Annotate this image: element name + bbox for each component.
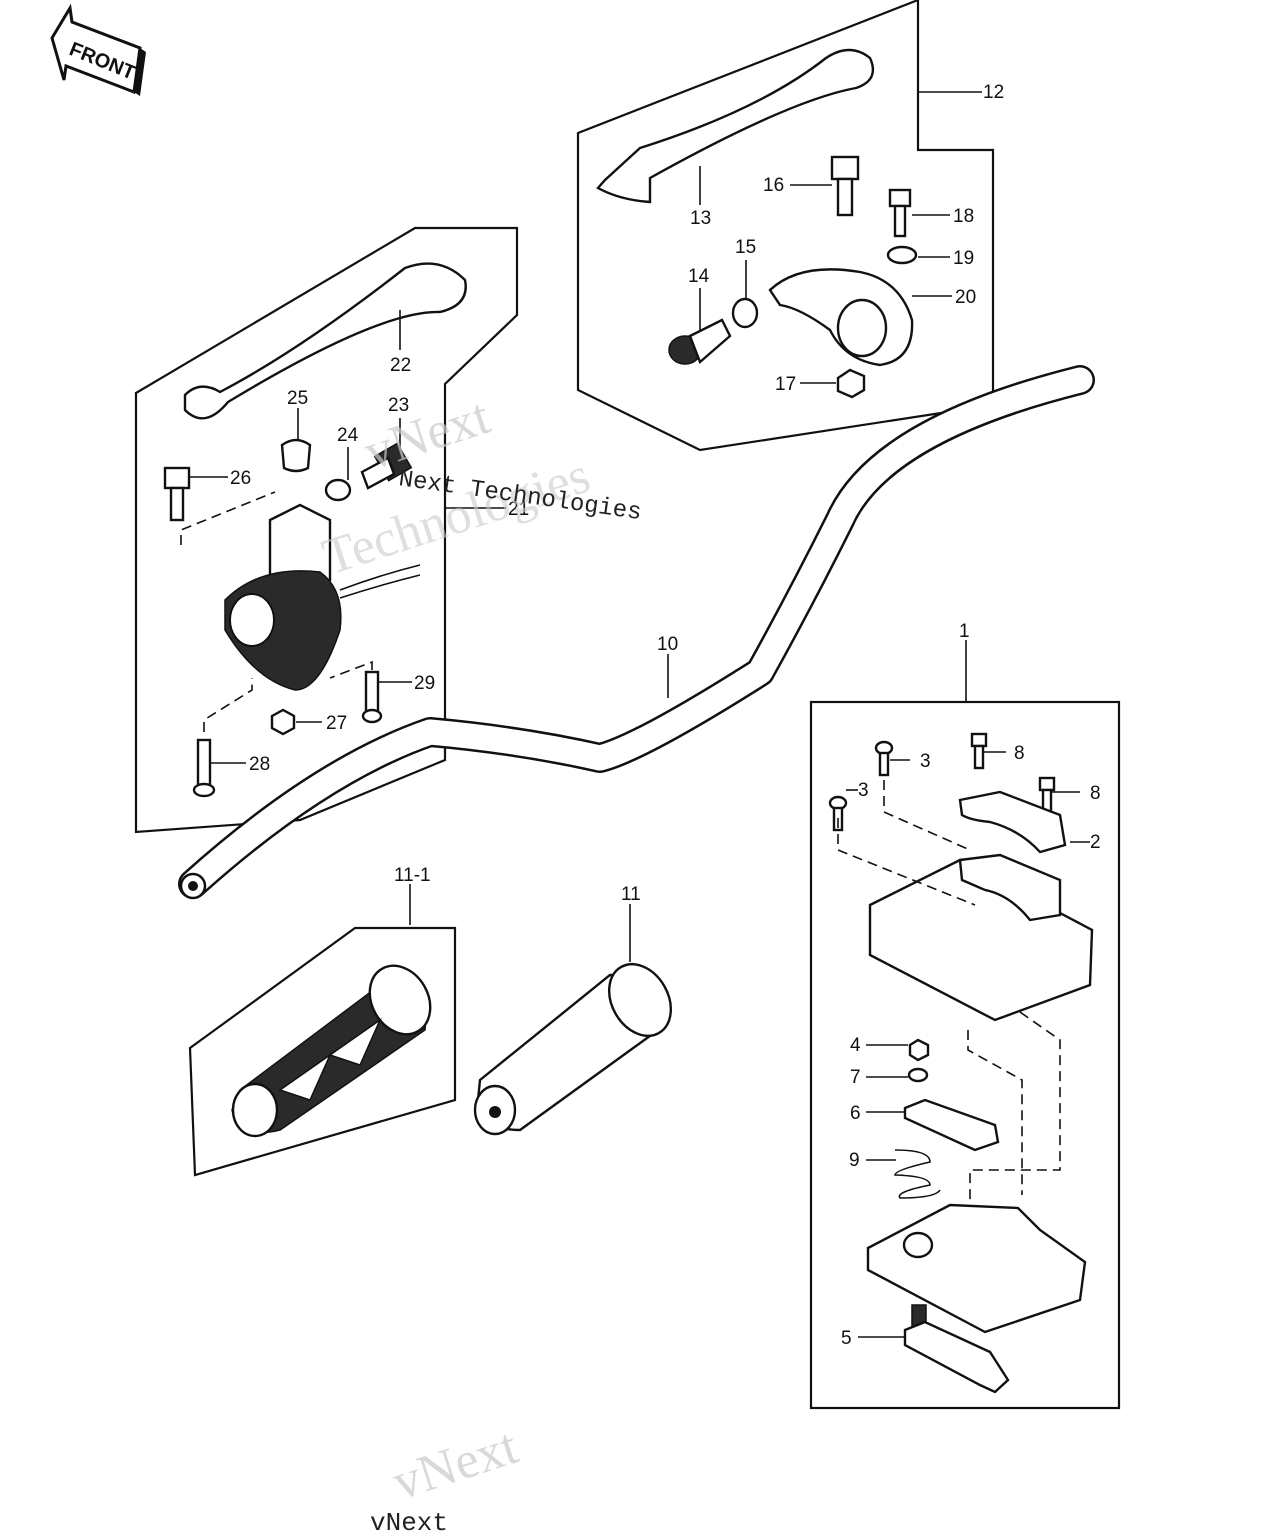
dash-guide-4 xyxy=(967,1030,1023,1195)
label-13: 13 xyxy=(690,208,711,229)
bolt-16 xyxy=(830,155,860,217)
label-1: 1 xyxy=(959,621,970,642)
label-3-a: 3 xyxy=(858,780,869,801)
label-11: 11 xyxy=(621,884,641,905)
label-24: 24 xyxy=(337,425,359,446)
label-26: 26 xyxy=(230,468,251,489)
watermark-vnext-top: vNext xyxy=(358,388,497,482)
dash-guide-2 xyxy=(883,780,971,851)
switch-base xyxy=(866,1203,1087,1334)
watermark-technologies: Technologies xyxy=(316,447,597,587)
clamp-lower xyxy=(958,853,1062,922)
screw-29 xyxy=(361,670,383,724)
label-12: 12 xyxy=(983,82,1004,103)
label-3-b: 3 xyxy=(920,751,931,772)
grip-11-1 xyxy=(231,964,432,1138)
part-labels: 1 2 3 3 4 5 6 7 8 8 9 10 11 11-1 12 13 1… xyxy=(230,82,1101,1349)
label-17: 17 xyxy=(775,374,796,395)
leader-lines xyxy=(190,91,1090,1338)
label-20: 20 xyxy=(955,287,976,308)
bolt-18 xyxy=(888,188,912,238)
label-8-a: 8 xyxy=(1014,743,1025,764)
label-15: 15 xyxy=(735,237,756,258)
group-12-outline xyxy=(576,0,995,452)
handlebar-10-inner xyxy=(180,367,1093,897)
switch-housing xyxy=(224,503,421,691)
front-arrow-icon: FRONT xyxy=(50,3,146,96)
label-14: 14 xyxy=(688,266,710,287)
label-25: 25 xyxy=(287,388,308,409)
label-16: 16 xyxy=(763,175,784,196)
screw-8-a xyxy=(970,732,988,770)
label-7: 7 xyxy=(850,1067,861,1088)
dash-guide-group-1 xyxy=(837,818,976,906)
dash-guide-28 xyxy=(203,678,253,732)
watermark-vnext-cut: vNext xyxy=(370,1508,448,1536)
grip-11 xyxy=(473,963,673,1136)
label-27: 27 xyxy=(326,713,347,734)
label-5: 5 xyxy=(841,1328,852,1349)
label-2: 2 xyxy=(1090,832,1101,853)
spring-9 xyxy=(894,1149,941,1199)
label-28: 28 xyxy=(249,754,270,775)
plate-6 xyxy=(903,1098,1000,1152)
screw-28 xyxy=(192,738,216,798)
washer-19 xyxy=(886,245,918,265)
label-21: 21 xyxy=(508,499,529,520)
label-9: 9 xyxy=(849,1150,860,1171)
screw-14 xyxy=(668,318,732,365)
watermarks: vNext Technologies Next Technologies vNe… xyxy=(316,388,643,1536)
nut-27 xyxy=(270,708,296,736)
screw-3-b xyxy=(874,740,894,777)
label-18: 18 xyxy=(953,206,974,227)
ring-15 xyxy=(731,297,759,329)
ring-24 xyxy=(324,478,352,502)
label-11-1: 11-1 xyxy=(394,865,431,886)
label-29: 29 xyxy=(414,673,435,694)
label-4: 4 xyxy=(850,1035,861,1056)
dash-guide-26 xyxy=(180,491,276,545)
cap-25 xyxy=(280,438,312,473)
nut-4 xyxy=(908,1038,930,1062)
group-11-1-outline xyxy=(188,926,457,1177)
label-23: 23 xyxy=(388,395,409,416)
lever-13 xyxy=(596,48,875,204)
label-6: 6 xyxy=(850,1103,861,1124)
watermark-vnext-bottom: vNext xyxy=(386,1418,525,1512)
bolt-26 xyxy=(163,466,191,522)
holder-20 xyxy=(768,268,914,367)
clamp-2 xyxy=(958,790,1067,854)
label-19: 19 xyxy=(953,248,974,269)
lever-22 xyxy=(183,262,467,420)
label-22: 22 xyxy=(390,355,411,376)
label-10: 10 xyxy=(657,634,678,655)
dash-guide-3 xyxy=(969,1011,1061,1200)
washer-7 xyxy=(907,1067,929,1083)
nut-17 xyxy=(836,368,866,399)
group-1-outline xyxy=(809,700,1121,1410)
dash-guide-29 xyxy=(329,660,373,679)
adjuster-23 xyxy=(360,442,413,490)
label-8-b: 8 xyxy=(1090,783,1101,804)
lever-5 xyxy=(903,1304,1010,1394)
group-21-outline xyxy=(134,226,519,834)
